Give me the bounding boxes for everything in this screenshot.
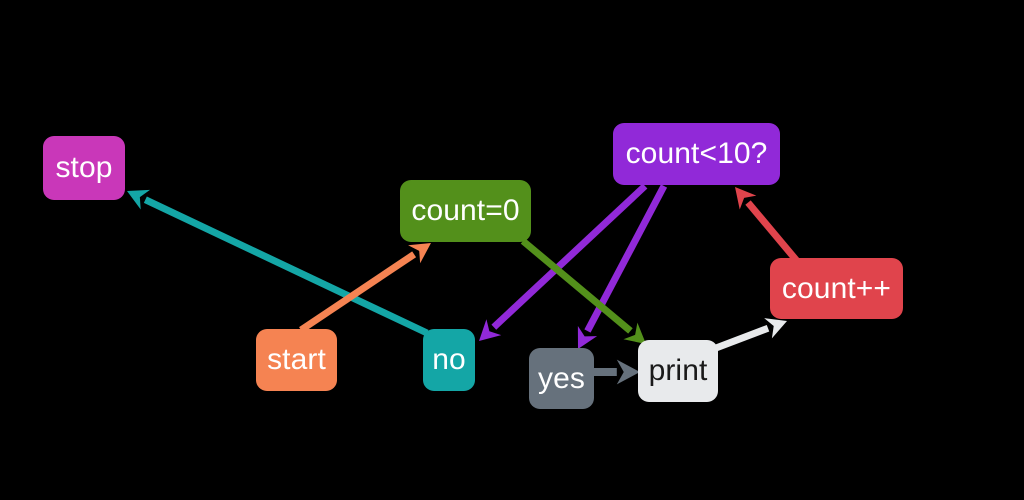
arrowhead-icon — [577, 325, 598, 349]
edge-shaft — [745, 200, 800, 264]
edge-shaft — [143, 196, 429, 337]
edge-print-to-increment — [714, 318, 787, 352]
node-label-stop: stop — [55, 151, 113, 184]
edge-no-to-stop — [127, 189, 429, 337]
arrowhead-icon — [616, 359, 640, 385]
arrowhead-icon — [764, 318, 787, 339]
node-label-increment: count++ — [781, 271, 892, 305]
arrowhead-icon — [127, 189, 150, 210]
edge-increment-to-decision — [735, 187, 800, 264]
node-decision[interactable]: count<10? — [613, 123, 780, 185]
node-yes[interactable]: yes — [529, 348, 594, 409]
node-count0[interactable]: count=0 — [400, 180, 531, 242]
node-label-print: print — [648, 354, 708, 387]
edge-shaft — [491, 183, 648, 330]
node-no[interactable]: no — [423, 329, 475, 391]
node-label-count0: count=0 — [411, 194, 520, 227]
edge-yes-to-print — [594, 359, 640, 385]
edge-shaft — [299, 251, 417, 333]
node-label-start: start — [267, 343, 326, 376]
arrowhead-icon — [735, 187, 757, 210]
edge-decision-to-no — [479, 183, 648, 341]
arrowhead-icon — [408, 243, 431, 264]
arrowhead-icon — [479, 319, 502, 341]
edge-shaft — [520, 238, 633, 334]
node-increment[interactable]: count++ — [770, 258, 903, 319]
node-label-yes: yes — [538, 361, 585, 395]
edge-shaft — [714, 324, 770, 352]
edge-start-to-count0 — [299, 243, 431, 333]
node-label-no: no — [432, 343, 466, 376]
arrowhead-icon — [623, 322, 646, 344]
node-label-decision: count<10? — [625, 137, 768, 170]
node-print[interactable]: print — [638, 340, 718, 402]
node-start[interactable]: start — [256, 329, 337, 391]
edge-count0-to-print — [520, 238, 646, 344]
node-stop[interactable]: stop — [43, 136, 125, 200]
